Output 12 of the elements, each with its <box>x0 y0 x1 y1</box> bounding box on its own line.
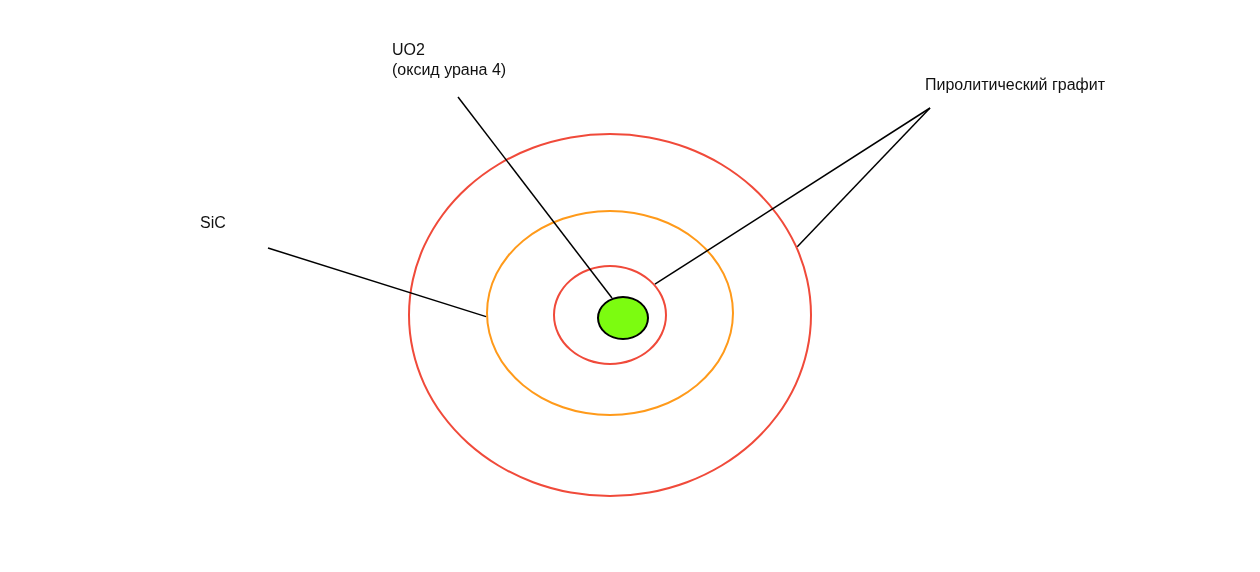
layer-label: Пиролитический графит <box>925 75 1106 95</box>
layer-label: (оксид урана 4) <box>392 60 507 80</box>
leader-line <box>654 107 931 285</box>
inner-layer-circle <box>553 265 667 365</box>
layer-label: UO2 <box>392 40 426 60</box>
kernel-circle <box>597 296 649 340</box>
leader-line <box>457 96 613 299</box>
middle-layer-circle <box>486 210 734 416</box>
layer-label: SiC <box>200 213 226 233</box>
leader-line <box>267 247 487 318</box>
leader-line <box>796 107 931 248</box>
outer-layer-circle <box>408 133 812 497</box>
